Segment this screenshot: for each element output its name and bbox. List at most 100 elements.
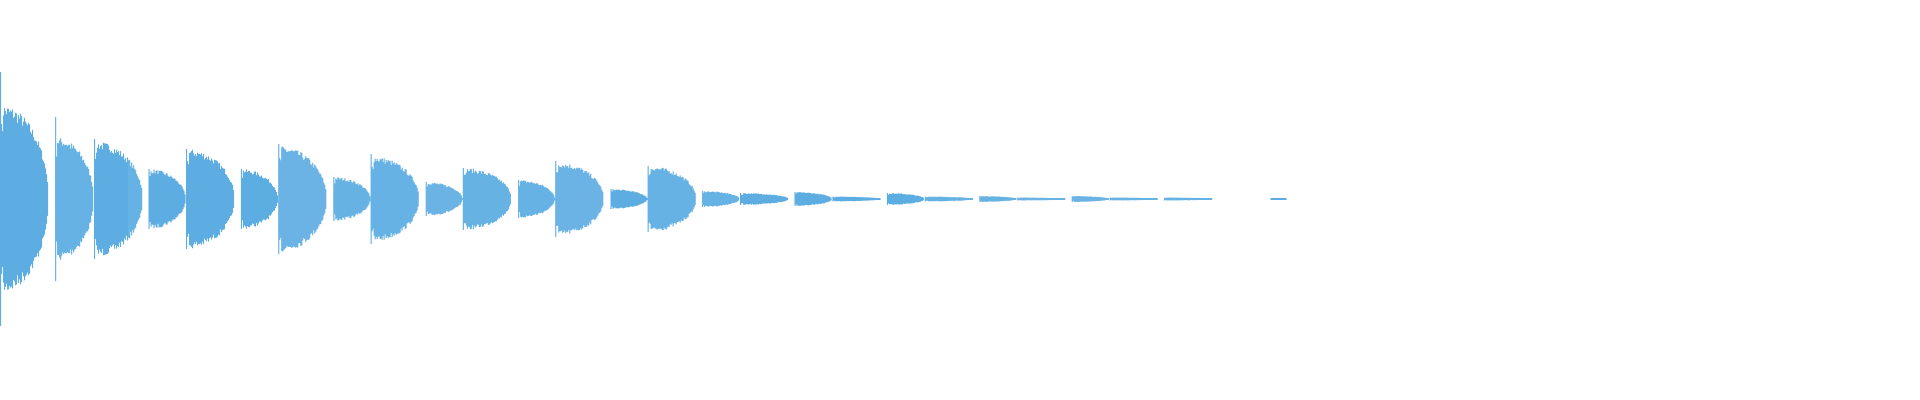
waveform-sample [1008, 197, 1010, 201]
waveform-sample [1181, 197, 1183, 201]
waveform-sample [346, 181, 348, 217]
waveform-sample [725, 193, 727, 205]
waveform-sample [299, 155, 301, 243]
waveform-sample [206, 156, 208, 242]
waveform-sample [259, 176, 261, 222]
waveform-sample [924, 196, 926, 202]
waveform-sample [1053, 198, 1055, 200]
waveform-sample [1035, 197, 1037, 201]
waveform-sample [1168, 197, 1170, 201]
waveform-sample [356, 184, 358, 214]
waveform-sample [761, 194, 763, 204]
waveform-sample [1073, 196, 1075, 202]
waveform-sample [619, 189, 621, 209]
waveform-sample [16, 113, 18, 285]
waveform-sample [202, 156, 204, 242]
waveform-sample [220, 168, 222, 230]
waveform-sample [1010, 197, 1012, 201]
waveform-sample [477, 173, 479, 225]
waveform-sample [1059, 198, 1061, 200]
waveform-sample [1155, 198, 1157, 200]
waveform-sample [223, 168, 225, 230]
waveform-sample [334, 183, 336, 215]
waveform-sample [799, 192, 801, 206]
waveform-sample [646, 198, 648, 200]
waveform-sample [1034, 197, 1036, 201]
waveform-sample [232, 184, 234, 214]
waveform-sample [781, 196, 783, 202]
waveform-sample [413, 182, 415, 216]
waveform-sample [5, 111, 7, 287]
waveform-sample [600, 186, 602, 212]
waveform-sample [349, 180, 351, 218]
waveform-sample [533, 183, 535, 215]
waveform-sample [921, 197, 923, 201]
waveform-sample [773, 194, 775, 204]
waveform-sample [437, 184, 439, 214]
waveform-sample [152, 173, 154, 225]
waveform-sample [1197, 197, 1199, 201]
waveform-sample [830, 197, 832, 201]
waveform-sample [862, 197, 864, 201]
waveform-sample [1043, 197, 1045, 201]
waveform-sample [1, 123, 3, 275]
waveform-sample [1003, 197, 1005, 201]
waveform-sample [426, 186, 428, 212]
waveform-sample [657, 169, 659, 229]
waveform-sample [499, 181, 501, 217]
waveform-sample [288, 151, 290, 247]
waveform-sample [117, 152, 119, 246]
waveform-sample [39, 147, 41, 251]
waveform-sample [1051, 198, 1053, 200]
waveform-sample [1143, 198, 1145, 200]
waveform-sample [1167, 197, 1169, 201]
waveform-sample [860, 197, 862, 201]
waveform-sample [397, 164, 399, 234]
waveform-sample [622, 189, 624, 209]
waveform-sample [582, 169, 584, 229]
waveform-sample [864, 197, 866, 201]
waveform-sample [568, 168, 570, 230]
waveform-sample [298, 154, 300, 244]
waveform-sample [1020, 197, 1022, 201]
waveform-sample [450, 187, 452, 211]
waveform-sample [541, 185, 543, 213]
waveform-sample [470, 169, 472, 229]
waveform-sample [1057, 198, 1059, 200]
waveform-sample [960, 197, 962, 201]
waveform-sample [463, 174, 465, 224]
waveform-sample [409, 174, 411, 224]
waveform-sample [758, 193, 760, 205]
waveform-sample [832, 196, 834, 202]
waveform-sample [809, 192, 811, 206]
waveform-transient [462, 168, 511, 230]
waveform-sample [270, 183, 272, 215]
waveform-sample [566, 166, 568, 232]
waveform-sample [301, 152, 303, 246]
waveform-sample [1135, 197, 1137, 201]
waveform-sample [406, 174, 408, 224]
waveform-sample [1188, 197, 1190, 201]
waveform-sample [651, 169, 653, 229]
waveform-sample [767, 194, 769, 204]
waveform-sample [1127, 197, 1129, 201]
waveform-sample [979, 196, 981, 202]
waveform-sample [141, 187, 143, 211]
waveform-sample [1017, 197, 1019, 201]
waveform-sample [797, 192, 799, 206]
waveform-sample [33, 136, 35, 262]
waveform-sample [1084, 196, 1086, 202]
waveform-sample [151, 173, 153, 225]
waveform-sample [757, 193, 759, 205]
waveform-sample [84, 162, 86, 236]
waveform-sample [191, 151, 193, 247]
waveform-sample [999, 196, 1001, 202]
waveform-sample [955, 197, 957, 201]
waveform-sample [116, 149, 118, 249]
waveform-sample [306, 157, 308, 241]
waveform-sample [1029, 197, 1031, 201]
waveform-sample [962, 197, 964, 201]
waveform-sample [490, 175, 492, 223]
waveform-sample [905, 194, 907, 204]
waveform-sample [575, 169, 577, 229]
